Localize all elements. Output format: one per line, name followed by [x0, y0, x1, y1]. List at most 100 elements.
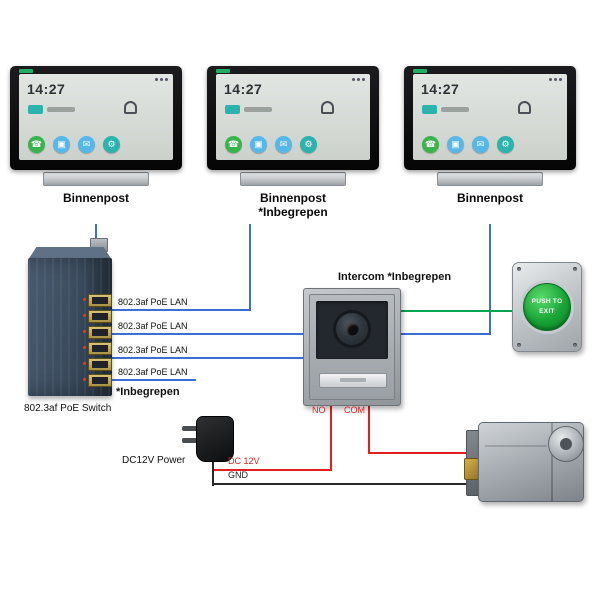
- brand-mark: [19, 69, 33, 73]
- weather-widget: [225, 105, 272, 114]
- rj45-port-icon: [83, 374, 112, 387]
- monitor-label-line1: Binnenpost: [260, 191, 326, 205]
- com-wire: [368, 404, 370, 453]
- clock: 14:27: [27, 81, 66, 97]
- monitor-stand: [43, 172, 149, 186]
- settings-icon: ⚙: [497, 136, 514, 153]
- no-wire: [330, 404, 332, 471]
- lan-wire-port2: [111, 333, 491, 335]
- electric-lock: [464, 414, 586, 506]
- dc12v-label: DC 12V: [228, 456, 260, 466]
- dc12v-wire: [214, 469, 332, 471]
- exit-button-wire: [399, 310, 514, 312]
- com-terminal-label: COM: [344, 405, 365, 415]
- message-icon: ✉: [78, 136, 95, 153]
- rj45-port-icon: [83, 326, 112, 339]
- rj45-port-icon: [83, 294, 112, 307]
- monitor-screen: 14:27 ☎ ▣ ✉ ⚙: [19, 74, 173, 160]
- monitor-label-line1: Binnenpost: [63, 191, 129, 205]
- bell-icon: [518, 101, 531, 114]
- rj45-port-icon: [83, 310, 112, 323]
- poe-lan-label-3: 802.3af PoE LAN: [118, 345, 188, 355]
- brand-mark: [413, 69, 427, 73]
- lock-cylinder-icon: [548, 426, 584, 462]
- lan-wire-port1: [111, 309, 251, 311]
- app-icon-row: ☎ ▣ ✉ ⚙: [422, 136, 514, 153]
- clock: 14:27: [224, 81, 263, 97]
- rj45-port-icon: [83, 342, 112, 355]
- monitor-label-line2: *Inbegrepen: [258, 205, 328, 220]
- weather-text-placeholder: [441, 107, 469, 112]
- monitor-label: Binnenpost *Inbegrepen: [207, 191, 379, 220]
- call-icon: ☎: [422, 136, 439, 153]
- push-to-exit-button: PUSH TO EXIT: [523, 283, 571, 331]
- intercom-camera-panel: [316, 301, 388, 359]
- monitor-screen: 14:27 ☎ ▣ ✉ ⚙: [216, 74, 370, 160]
- call-icon: ☎: [225, 136, 242, 153]
- door-intercom: [303, 288, 401, 406]
- settings-icon: ⚙: [103, 136, 120, 153]
- com-to-lock-wire: [368, 452, 474, 454]
- exit-button-text-top: PUSH TO: [531, 298, 563, 306]
- no-terminal-label: NO: [312, 405, 326, 415]
- lan-wire-port4: [111, 379, 196, 381]
- lan-wire-monitor2: [249, 224, 251, 311]
- weather-icon: [28, 105, 43, 114]
- weather-icon: [422, 105, 437, 114]
- exit-button-plate: PUSH TO EXIT: [512, 262, 582, 352]
- gnd-label: GND: [228, 470, 248, 480]
- monitor-stand: [437, 172, 543, 186]
- rj45-port-icon: [83, 358, 112, 371]
- monitor-icon: ▣: [53, 136, 70, 153]
- gnd-wire: [213, 483, 475, 485]
- monitor-icon: ▣: [447, 136, 464, 153]
- poe-lan-label-4: 802.3af PoE LAN: [118, 367, 188, 377]
- message-icon: ✉: [472, 136, 489, 153]
- intercom-call-button: [319, 373, 387, 388]
- lan-wire-monitor3: [489, 224, 491, 335]
- monitor-stand: [240, 172, 346, 186]
- intercom-label: Intercom *Inbegrepen: [338, 271, 452, 283]
- screw-icon: [573, 267, 577, 271]
- adapter-cable: [212, 456, 214, 486]
- switch-name-label: 802.3af PoE Switch: [24, 403, 112, 414]
- weather-widget: [28, 105, 75, 114]
- plug-prong-icon: [182, 426, 198, 431]
- app-icon-row: ☎ ▣ ✉ ⚙: [225, 136, 317, 153]
- call-icon: ☎: [28, 136, 45, 153]
- poe-lan-label-1: 802.3af PoE LAN: [118, 297, 188, 307]
- status-icons: [549, 78, 562, 81]
- bell-icon: [321, 101, 334, 114]
- weather-icon: [225, 105, 240, 114]
- monitor-label: Binnenpost: [10, 191, 182, 205]
- settings-icon: ⚙: [300, 136, 317, 153]
- screw-icon: [573, 343, 577, 347]
- brand-mark: [216, 69, 230, 73]
- message-icon: ✉: [275, 136, 292, 153]
- status-icons: [155, 78, 168, 81]
- monitor-bezel: 14:27 ☎ ▣ ✉ ⚙: [10, 66, 182, 170]
- status-icons: [352, 78, 365, 81]
- monitor-icon: ▣: [250, 136, 267, 153]
- switch-top-face: [28, 247, 112, 260]
- screw-icon: [517, 343, 521, 347]
- monitor-label-line1: Binnenpost: [457, 191, 523, 205]
- exit-button-text-bottom: EXIT: [539, 308, 555, 315]
- weather-widget: [422, 105, 469, 114]
- app-icon-row: ☎ ▣ ✉ ⚙: [28, 136, 120, 153]
- monitor-bezel: 14:27 ☎ ▣ ✉ ⚙: [404, 66, 576, 170]
- lan-wire-intercom: [111, 357, 305, 359]
- bell-icon: [124, 101, 137, 114]
- indoor-monitor-3: 14:27 ☎ ▣ ✉ ⚙ Binnenpost: [404, 66, 576, 205]
- weather-text-placeholder: [47, 107, 75, 112]
- screw-icon: [517, 267, 521, 271]
- indoor-monitor-2: 14:27 ☎ ▣ ✉ ⚙ Binnenpost *Inbegrepen: [207, 66, 379, 220]
- plug-prong-icon: [182, 438, 198, 443]
- monitor-label: Binnenpost: [404, 191, 576, 205]
- poe-lan-label-2: 802.3af PoE LAN: [118, 321, 188, 331]
- switch-included-label: *Inbegrepen: [116, 386, 180, 398]
- monitor-screen: 14:27 ☎ ▣ ✉ ⚙: [413, 74, 567, 160]
- clock: 14:27: [421, 81, 460, 97]
- monitor-bezel: 14:27 ☎ ▣ ✉ ⚙: [207, 66, 379, 170]
